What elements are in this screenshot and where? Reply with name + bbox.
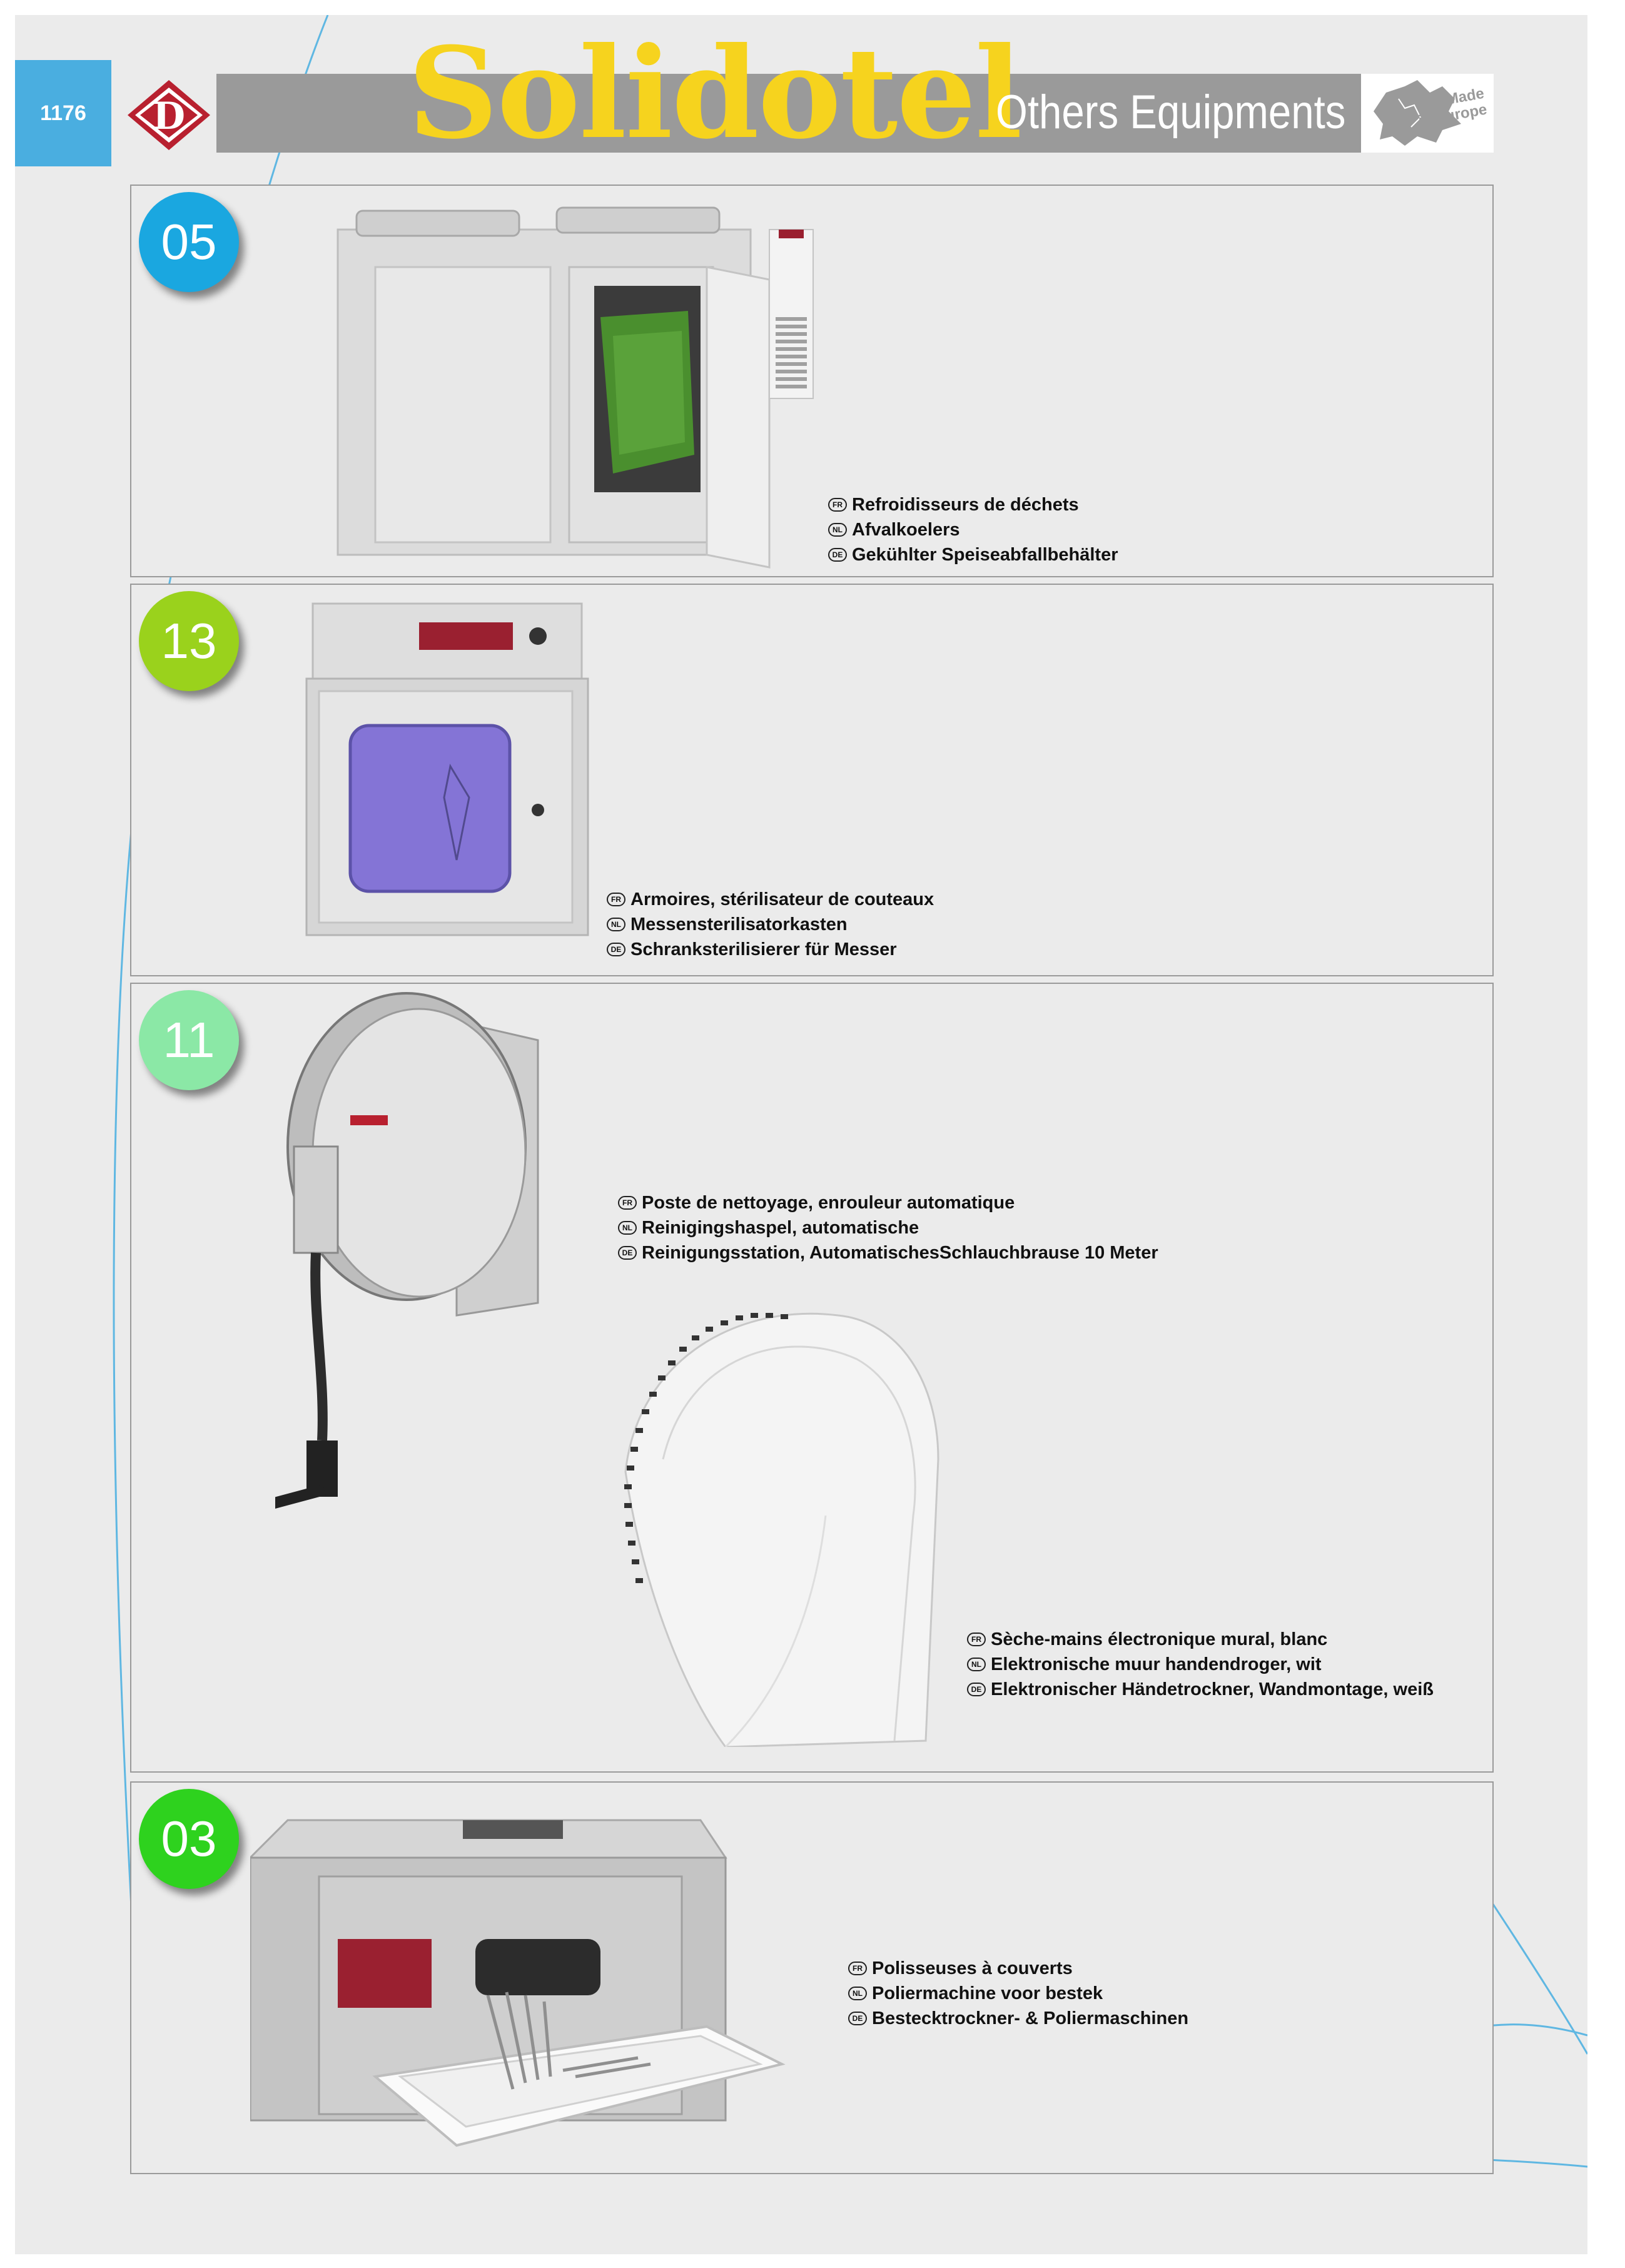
de-flag-icon: DE: [967, 1683, 986, 1696]
nl-flag-icon: NL: [607, 918, 625, 931]
europe-map-icon: [1374, 80, 1461, 146]
fr-flag-icon: FR: [618, 1196, 637, 1210]
logo-letter: D: [153, 94, 185, 138]
de-flag-icon: DE: [848, 2012, 867, 2025]
diamond-logo-icon: D: [128, 80, 210, 150]
nl-flag-icon: NL: [618, 1221, 637, 1235]
header-bar: [216, 74, 1492, 153]
de-flag-icon: DE: [828, 548, 847, 562]
brand-name: Solidotel: [408, 20, 1023, 167]
fr-flag-icon: FR: [967, 1633, 986, 1646]
de-flag-icon: DE: [618, 1246, 637, 1260]
section-badge: 13: [139, 591, 239, 691]
hand-dryer-image: [624, 1312, 939, 1747]
fr-flag-icon: FR: [828, 498, 847, 512]
fr-flag-icon: FR: [848, 1962, 867, 1975]
nl-flag-icon: NL: [967, 1658, 986, 1671]
nl-flag-icon: NL: [848, 1987, 867, 2000]
page-title: Others Equipments: [996, 86, 1346, 139]
made-in-europe-badge: Made in Europe: [1361, 74, 1494, 153]
knife-sterilizer-image: [305, 602, 589, 936]
fr-flag-icon: FR: [607, 893, 625, 906]
de-flag-icon: DE: [607, 943, 625, 956]
section-badge: 11: [139, 990, 239, 1090]
hose-reel-image: [275, 992, 539, 1510]
cutlery-polisher-image: [250, 1819, 786, 2147]
waste-cooler-image: [337, 206, 814, 569]
section-badge: 05: [139, 192, 239, 292]
section-badge: 03: [139, 1789, 239, 1889]
nl-flag-icon: NL: [828, 523, 847, 537]
page-number: 1176: [15, 60, 111, 166]
